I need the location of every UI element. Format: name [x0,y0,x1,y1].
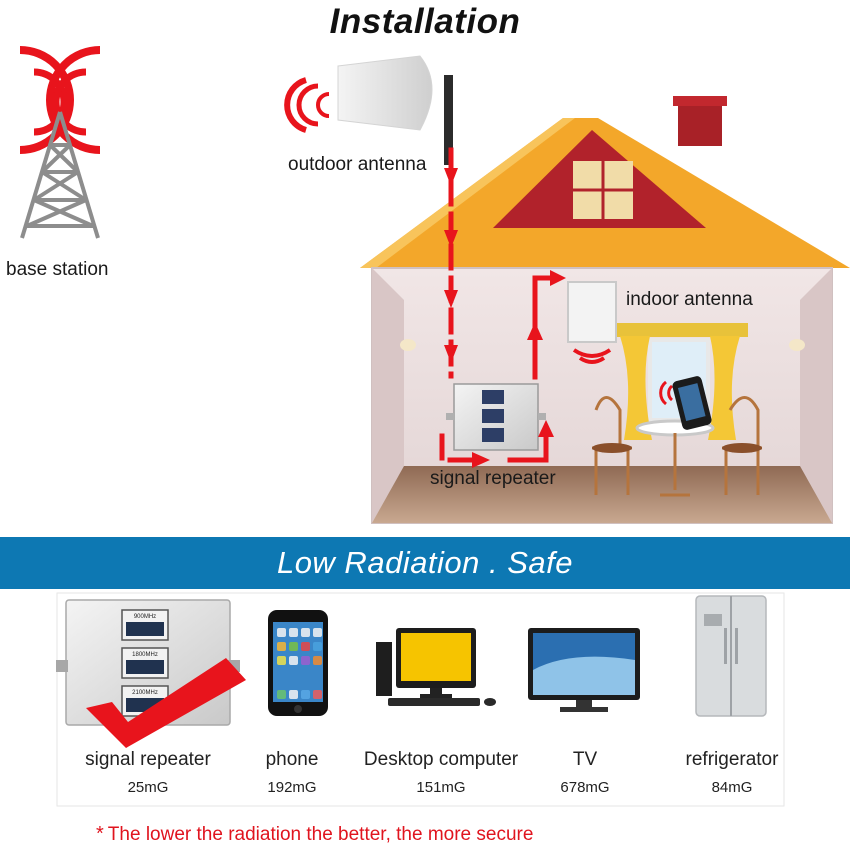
device-name: Desktop computer [363,749,519,770]
check-mark-icon [86,658,246,748]
signal-arrows [444,168,566,468]
outdoor-antenna-label: outdoor antenna [288,154,427,175]
refrigerator-icon [695,595,767,717]
base-station-label: base station [6,259,109,280]
banner-title: Low Radiation . Safe [276,545,574,580]
band-label-1: 900MHz [134,614,156,620]
footnote-text: The lower the radiation the better, the … [107,824,534,845]
device-value: 25mG [127,779,169,796]
signal-path [439,147,555,463]
installation-diagram [19,46,850,524]
base-station-icon [19,46,101,239]
phone-icon [268,610,328,716]
device-name: TV [572,749,598,770]
device-value: 151mG [416,779,466,796]
device-value: 192mG [267,779,317,796]
device-name: signal repeater [85,749,211,770]
phone-in-house-icon [659,376,712,430]
desktop-computer-icon [376,628,496,706]
tv-icon [528,628,640,712]
indoor-antenna-label: indoor antenna [626,289,753,310]
page-title: Installation [329,2,521,41]
band-label-3: 2100MHz [132,690,158,696]
device-value: 678mG [560,779,610,796]
band-label-2: 1800MHz [132,652,158,658]
device-name: refrigerator [685,749,779,770]
footnote: *The lower the radiation the better, the… [96,823,533,846]
indoor-antenna-icon [567,281,617,364]
device-comparison: 900MHz 1800MHz 2100MHz [56,592,785,807]
signal-repeater-in-house-icon [446,383,546,451]
banner [0,537,850,589]
outdoor-antenna-icon [284,55,453,165]
device-value: 84mG [711,779,753,796]
footnote-star: * [96,823,104,845]
device-name: phone [265,749,319,770]
signal-repeater-label: signal repeater [430,468,556,489]
